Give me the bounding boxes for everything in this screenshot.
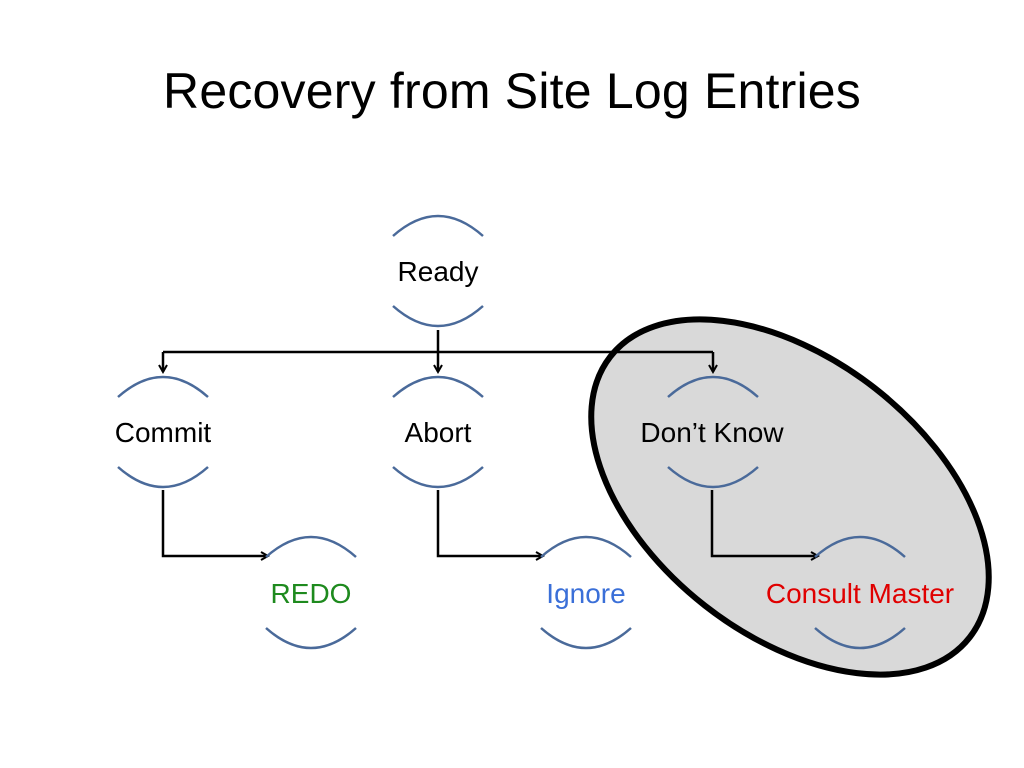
consult-master-node-top-arc (814, 535, 906, 558)
edge-dont-know-to-consult-master (710, 490, 818, 556)
edge-abort-to-ignore (436, 490, 543, 556)
dont-know-node-top-arc (667, 375, 759, 398)
ready-node-bottom-arc (392, 305, 484, 328)
commit-node-label: Commit (115, 417, 212, 448)
ready-node-label: Ready (398, 256, 479, 287)
node-labels: Ready Commit Abort Don’t Know REDO Ignor… (115, 256, 954, 609)
commit-node-bottom-arc (117, 466, 209, 489)
abort-node-label: Abort (405, 417, 472, 448)
slide-title: Recovery from Site Log Entries (163, 63, 861, 119)
abort-node-top-arc (392, 375, 484, 398)
edges (163, 330, 818, 556)
consult-master-node-label: Consult Master (766, 578, 954, 609)
redo-node-top-arc (265, 535, 357, 558)
ignore-node-label: Ignore (546, 578, 625, 609)
dont-know-node-bottom-arc (667, 466, 759, 489)
highlight-ellipse (588, 316, 992, 678)
ready-node-top-arc (392, 214, 484, 237)
abort-node-bottom-arc (392, 466, 484, 489)
redo-node-bottom-arc (265, 627, 357, 650)
ignore-node-top-arc (540, 535, 632, 558)
dont-know-node-label: Don’t Know (640, 417, 784, 448)
redo-node-label: REDO (271, 578, 352, 609)
consult-master-node-bottom-arc (814, 627, 906, 650)
ignore-node-bottom-arc (540, 627, 632, 650)
commit-node-top-arc (117, 375, 209, 398)
edge-commit-to-redo (161, 490, 268, 556)
node-arcs (117, 214, 906, 650)
